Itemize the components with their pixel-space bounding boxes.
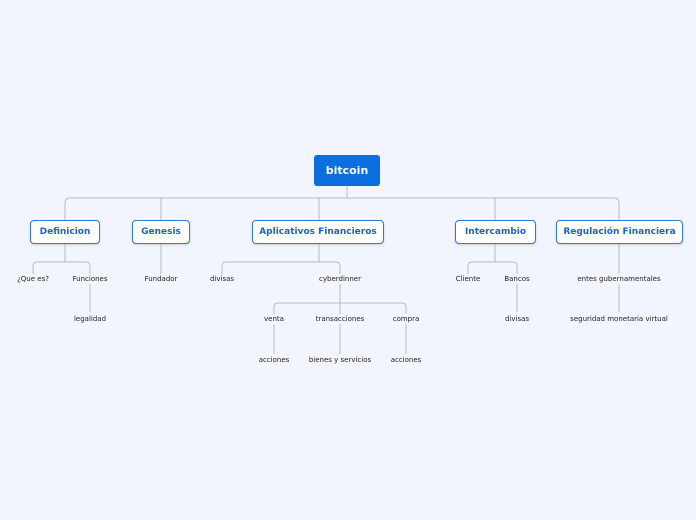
node-regulacion-financiera[interactable]: Regulación Financiera [556,220,683,244]
node-aplicativos-financieros[interactable]: Aplicativos Financieros [252,220,384,244]
node-intercambio[interactable]: Intercambio [455,220,536,244]
leaf-cyberdinner[interactable]: cyberdinner [319,275,361,283]
leaf-venta-acciones[interactable]: acciones [258,356,290,364]
leaf-legalidad[interactable]: legalidad [73,315,107,323]
leaf-bienes-y-servicios[interactable]: bienes y servicios [308,356,372,364]
leaf-que-es[interactable]: ¿Que es? [17,275,49,283]
root-node-bitcoin[interactable]: bitcoin [314,155,380,186]
node-definicion[interactable]: Definicion [30,220,100,244]
node-genesis[interactable]: Genesis [132,220,190,244]
leaf-entes-gubernamentales[interactable]: entes gubernamentales [577,275,661,283]
leaf-divisas[interactable]: divisas [209,275,235,283]
leaf-bancos[interactable]: Bancos [504,275,530,283]
leaf-compra[interactable]: compra [392,315,420,323]
leaf-transacciones[interactable]: transacciones [315,315,365,323]
leaf-venta[interactable]: venta [264,315,284,323]
leaf-fundador[interactable]: Fundador [144,275,178,283]
leaf-funciones[interactable]: Funciones [72,275,108,283]
leaf-compra-acciones[interactable]: acciones [390,356,422,364]
leaf-seguridad-monetaria-virtual[interactable]: seguridad monetaria virtual [570,315,668,323]
leaf-cliente[interactable]: Cliente [455,275,481,283]
leaf-bancos-divisas[interactable]: divisas [504,315,530,323]
